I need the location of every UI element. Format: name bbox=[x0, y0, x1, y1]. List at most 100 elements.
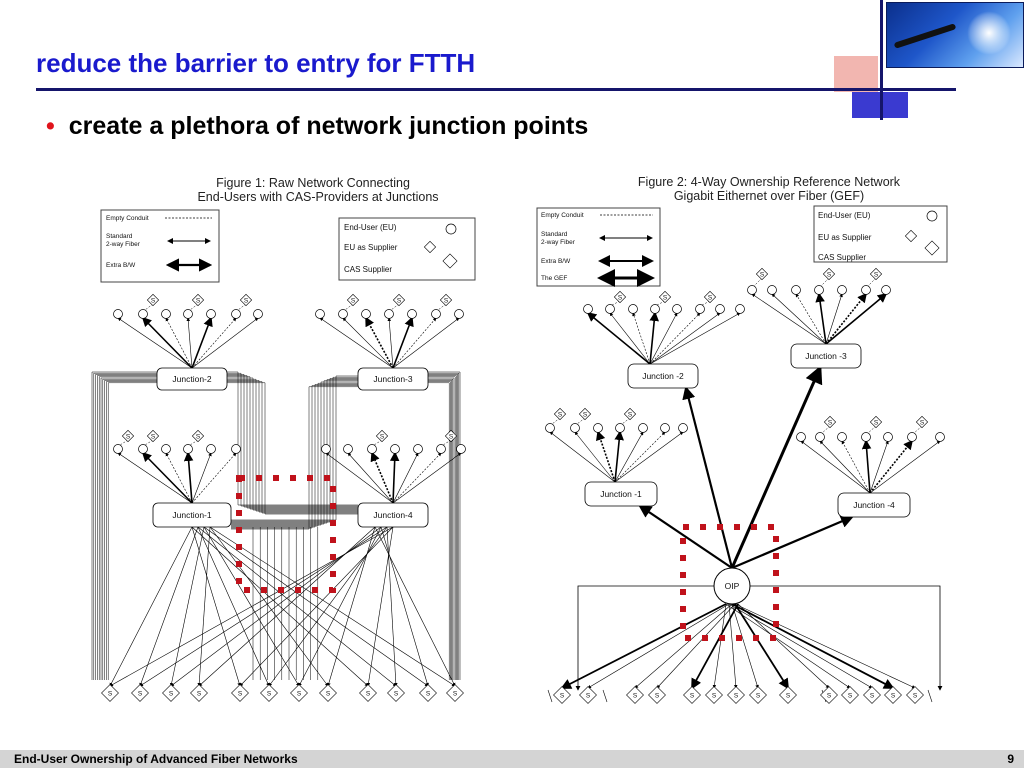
connection-line bbox=[437, 303, 447, 311]
end-user-node bbox=[413, 444, 423, 454]
eu-supplier-node: S bbox=[444, 429, 458, 443]
connection-line bbox=[927, 689, 933, 703]
connection-line bbox=[144, 439, 154, 446]
connection-line bbox=[656, 603, 736, 689]
end-user-node bbox=[881, 285, 891, 295]
conduit-line bbox=[97, 375, 157, 680]
cas-supplier-node: S bbox=[779, 686, 797, 704]
end-user-node bbox=[454, 309, 464, 319]
cas-supplier-node: S bbox=[162, 684, 180, 702]
bullet-item: •create a plethora of network junction p… bbox=[46, 112, 588, 141]
diamond-shape bbox=[626, 686, 644, 704]
conduit-line bbox=[98, 376, 157, 680]
diamond-shape bbox=[346, 293, 360, 307]
cas-supplier-node: S bbox=[579, 686, 597, 704]
cas-supplier-node: S bbox=[290, 684, 308, 702]
oip-node: OIP bbox=[713, 567, 751, 605]
bullet-dot: • bbox=[46, 112, 55, 140]
eu-supplier-node: S bbox=[623, 407, 637, 421]
eu-supplier-node: S bbox=[703, 290, 717, 304]
junction-2-f1: Junction-2 bbox=[156, 367, 228, 391]
end-user-node bbox=[138, 444, 148, 454]
end-user-node bbox=[695, 304, 705, 314]
connection-line bbox=[197, 526, 270, 687]
supplier-symbol: S bbox=[913, 693, 918, 700]
diamond-shape bbox=[131, 684, 149, 702]
conduit-line bbox=[106, 381, 157, 680]
connection-line bbox=[392, 317, 437, 369]
eu-supplier-node: S bbox=[869, 415, 883, 429]
supplier-symbol: S bbox=[444, 298, 449, 305]
end-user-node bbox=[315, 309, 325, 319]
cas-supplier-node: S bbox=[626, 686, 644, 704]
connection-line bbox=[614, 431, 684, 483]
conduit-line bbox=[227, 380, 358, 513]
junction-1-f2: Junction -1 bbox=[584, 481, 658, 507]
connection-line bbox=[325, 452, 394, 504]
connection-line bbox=[191, 317, 237, 369]
connection-line bbox=[366, 526, 394, 687]
cas-supplier-node: S bbox=[841, 686, 859, 704]
eu-supplier-node: S bbox=[658, 290, 672, 304]
figure1-connections bbox=[91, 303, 462, 687]
connection-line bbox=[649, 312, 721, 365]
end-user-node bbox=[431, 309, 441, 319]
connection-line bbox=[442, 439, 452, 446]
connection-line bbox=[191, 526, 241, 687]
conduit-line bbox=[428, 374, 458, 680]
diamond-shape bbox=[231, 684, 249, 702]
connection-line bbox=[649, 312, 678, 365]
end-user-node bbox=[384, 309, 394, 319]
diamond-shape bbox=[446, 684, 464, 702]
end-user-node bbox=[338, 309, 348, 319]
eu-supplier-node: S bbox=[146, 293, 160, 307]
connection-line bbox=[139, 526, 199, 687]
legend2-standard-1: Standard bbox=[541, 231, 568, 238]
connection-line bbox=[861, 439, 872, 494]
eu-supplier-node: S bbox=[191, 293, 205, 307]
connection-line bbox=[725, 603, 851, 689]
supplier-symbol: S bbox=[380, 434, 385, 441]
eu-supplier-node: S bbox=[613, 290, 627, 304]
end-user-node bbox=[183, 309, 193, 319]
connection-line bbox=[869, 439, 914, 494]
end-user-node bbox=[767, 285, 777, 295]
conduit-line bbox=[428, 382, 450, 680]
legend-standard-2: 2-way Fiber bbox=[106, 241, 141, 248]
cas-supplier-node: S bbox=[705, 686, 723, 704]
supplier-symbol: S bbox=[734, 693, 739, 700]
diamond-shape bbox=[683, 686, 701, 704]
connection-line bbox=[621, 417, 631, 425]
connection-line bbox=[392, 316, 414, 369]
connection-line bbox=[189, 303, 199, 311]
end-user-node bbox=[183, 444, 193, 454]
connection-line bbox=[387, 317, 394, 369]
cas-supplier-node: S bbox=[863, 686, 881, 704]
figure2-title-line2: Gigabit Eithernet over Fiber (GEF) bbox=[674, 189, 864, 203]
connection-line bbox=[712, 603, 727, 689]
decor-vertical-line bbox=[880, 0, 883, 120]
diamond-shape bbox=[101, 684, 119, 702]
connection-line bbox=[347, 452, 394, 504]
connection-line bbox=[327, 526, 376, 687]
legend-empty-conduit: Empty Conduit bbox=[106, 215, 149, 222]
diamond-shape bbox=[648, 686, 666, 704]
eu-supplier-node: S bbox=[191, 429, 205, 443]
svg-text:Junction-2: Junction-2 bbox=[172, 374, 211, 384]
conduit-line bbox=[227, 374, 358, 508]
conduit-line bbox=[428, 378, 454, 680]
connection-line bbox=[119, 439, 129, 446]
gef-line bbox=[750, 585, 943, 691]
eu-supplier-node: S bbox=[146, 429, 160, 443]
diamond-shape bbox=[392, 293, 406, 307]
end-user-node bbox=[672, 304, 682, 314]
end-user-node bbox=[861, 285, 871, 295]
supplier-symbol: S bbox=[558, 412, 563, 419]
diamond-shape bbox=[703, 290, 717, 304]
supplier-symbol: S bbox=[151, 298, 156, 305]
end-user-node bbox=[367, 444, 377, 454]
diamond-shape bbox=[375, 429, 389, 443]
connection-line bbox=[298, 526, 382, 687]
diamond-shape bbox=[863, 686, 881, 704]
diamond-shape bbox=[623, 407, 637, 421]
